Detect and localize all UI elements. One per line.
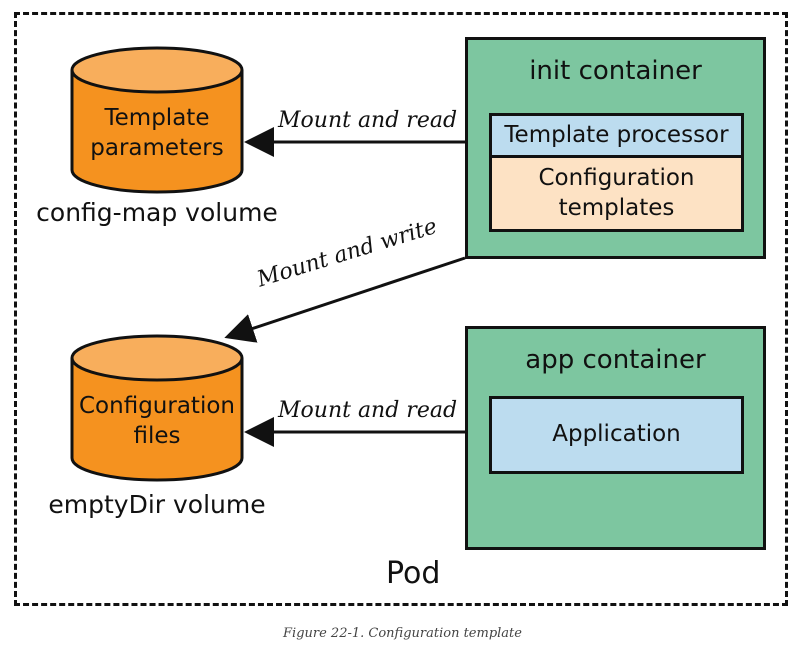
configuration-templates-box: Configuration templates [489, 155, 744, 232]
empty-dir-cylinder-icon [70, 334, 244, 482]
configuration-templates-line2: templates [558, 194, 675, 221]
config-map-volume-caption: config-map volume [36, 198, 278, 227]
config-map-text-line1: Template [104, 105, 210, 131]
pod-boundary [14, 12, 788, 606]
template-processor-label: Template processor [504, 121, 729, 148]
template-processor-box: Template processor [489, 113, 744, 158]
application-box: Application [489, 396, 744, 474]
configuration-templates-line1: Configuration [538, 164, 695, 191]
app-container: app container Application [465, 326, 766, 550]
empty-dir-text-line2: files [133, 422, 181, 449]
init-container-title: init container [529, 56, 702, 86]
init-container: init container Template processor Config… [465, 37, 766, 259]
app-container-title: app container [525, 345, 706, 375]
label-mount-read-top: Mount and read [278, 108, 458, 133]
figure-caption: Figure 22-1. Configuration template [283, 626, 522, 641]
empty-dir-volume-text: Configuration files [72, 392, 242, 452]
arrow-mount-write [224, 256, 466, 343]
empty-dir-volume-caption: emptyDir volume [48, 490, 266, 519]
pod-label: Pod [386, 556, 441, 591]
config-map-cylinder-icon [70, 46, 244, 194]
label-mount-read-bottom: Mount and read [278, 398, 458, 423]
config-map-text-line2: parameters [90, 134, 224, 161]
empty-dir-text-line1: Configuration [79, 393, 235, 419]
application-label: Application [552, 421, 681, 448]
config-map-volume-text: Template parameters [72, 104, 242, 164]
